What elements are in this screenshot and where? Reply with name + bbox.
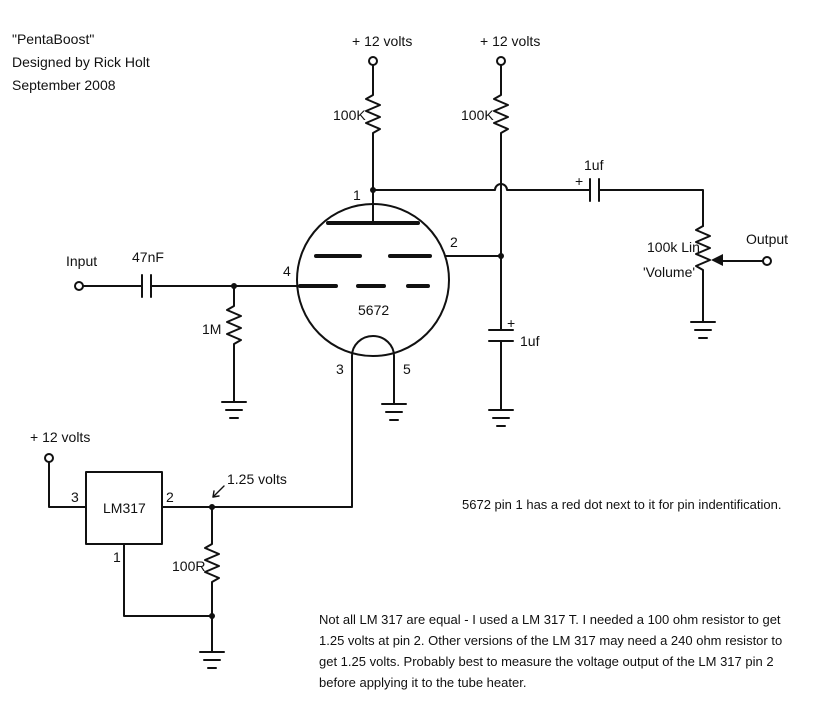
label-r-grid: 1M [202,321,221,337]
label-r-screen: 100K [461,107,494,123]
voltage-arrow [212,485,225,498]
terminal-heater-supply [44,453,54,463]
terminal-input[interactable] [74,281,84,291]
output-label: Output [746,231,788,247]
label-r-plate: 100K [333,107,366,123]
label-pot-name: 'Volume' [643,264,695,280]
tube-5672 [296,189,450,357]
terminal-screen-supply [496,56,506,66]
note-line: Not all LM 317 are equal - I used a LM 3… [319,612,781,627]
junction-screen [498,253,504,259]
terminal-output[interactable] [762,256,772,266]
heater-wire [211,355,353,508]
resistor-screen [493,64,509,185]
terminal-plate-supply [368,56,378,66]
pin4-label: 4 [283,263,291,279]
ground-pin5 [381,403,407,421]
reg-pin2-label: 2 [166,489,174,505]
pin5-label: 5 [403,361,411,377]
reg-adj-wire [123,543,213,617]
date: September 2008 [12,77,116,93]
tube-type-label: 5672 [358,302,389,318]
heater-voltage-label: 1.25 volts [227,471,287,487]
pin2-label: 2 [450,234,458,250]
pin1-label: 1 [353,187,361,203]
cap-plus-screen: + [507,315,515,331]
reg-input-wire [48,461,87,508]
potentiometer-volume [695,225,764,323]
label-c-out: 1uf [584,157,604,173]
note-line: get 1.25 volts. Probably best to measure… [319,654,774,669]
capacitor-screen [488,329,514,427]
input-label: Input [66,253,97,269]
capacitor-output [583,178,704,227]
supply-label-heater: + 12 volts [30,429,90,445]
reg-pin3-label: 3 [71,489,79,505]
label-c-screen: 1uf [520,333,540,349]
resistor-adjust [199,506,225,669]
pin3-label: 3 [336,361,344,377]
title: "PentaBoost" [12,31,94,47]
resistor-plate [365,64,381,191]
label-c-in: 47nF [132,249,164,265]
label-pot-value: 100k Lin [647,239,700,255]
ground-pot [690,321,716,339]
junction-adj [209,613,215,619]
lm317-note: Not all LM 317 are equal - I used a LM 3… [319,609,782,693]
pin-ident-note: 5672 pin 1 has a red dot next to it for … [462,497,782,512]
note-line: 1.25 volts at pin 2. Other versions of t… [319,633,783,648]
designer: Designed by Rick Holt [12,54,150,70]
cap-plus-out: + [575,173,583,189]
resistor-grid [221,285,247,419]
plate-wire [372,183,585,191]
regulator-label: LM317 [103,500,146,516]
note-line: before applying it to the tube heater. [319,675,527,690]
supply-label-plate: + 12 volts [352,33,412,49]
capacitor-input [82,274,301,298]
reg-pin1-label: 1 [113,549,121,565]
label-r-adjust: 100R [172,558,205,574]
supply-label-screen: + 12 volts [480,33,540,49]
